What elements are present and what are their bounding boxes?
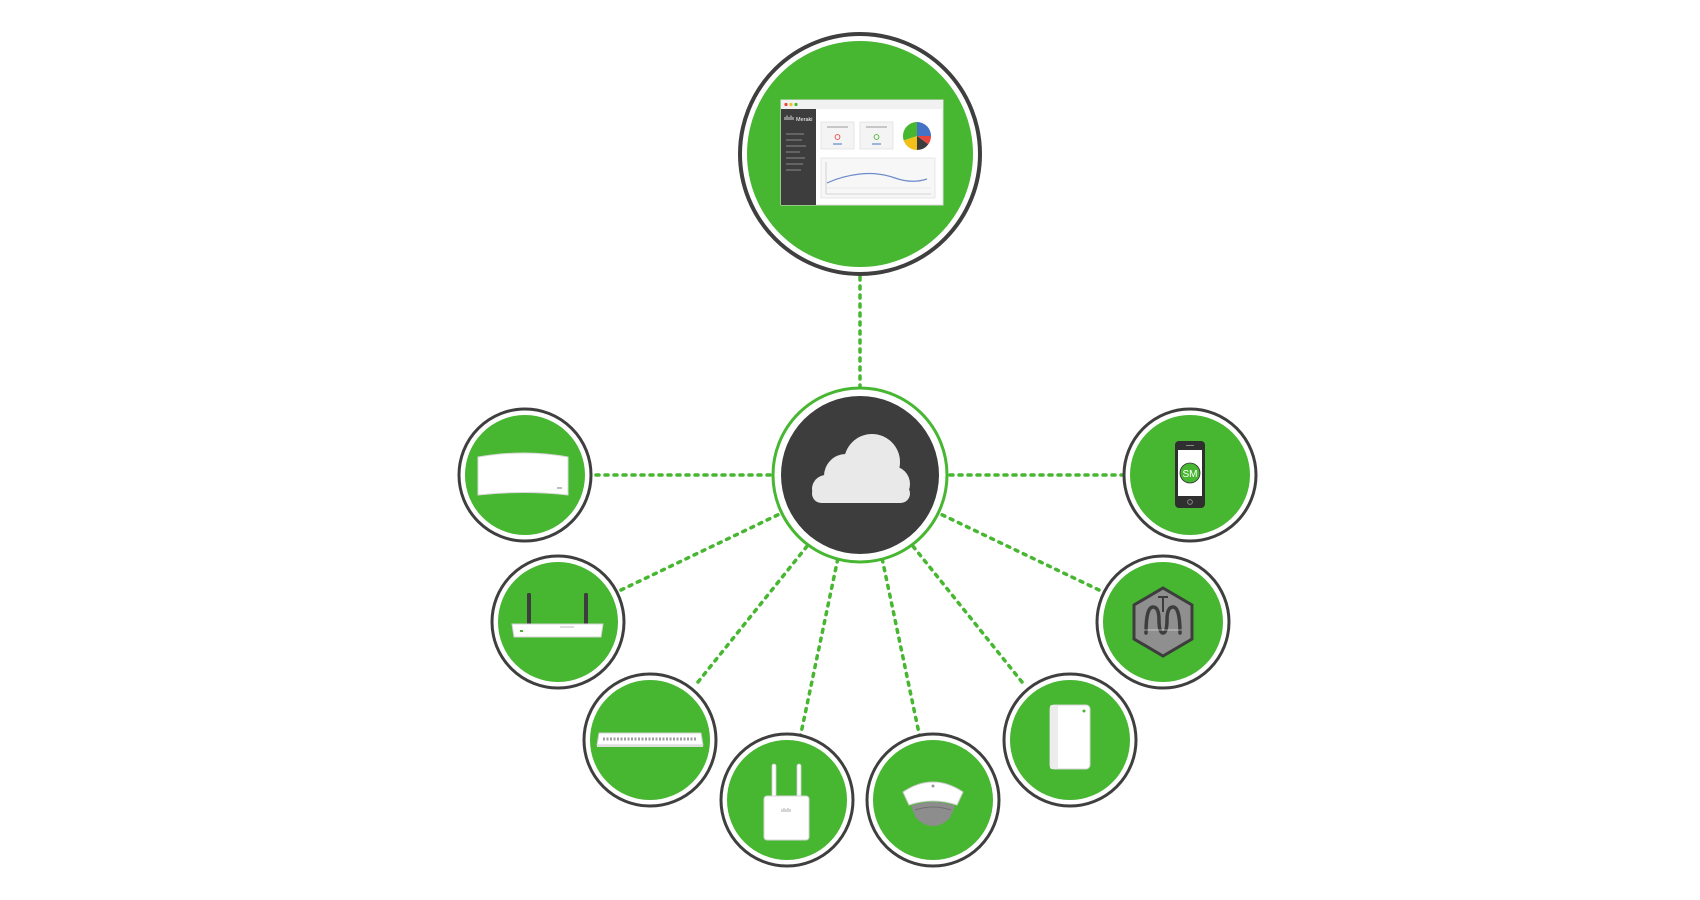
cloud-hub-node[interactable] — [771, 386, 949, 564]
device-node-iot[interactable] — [1095, 554, 1231, 690]
pie-slice — [917, 136, 929, 150]
connection-device-7 — [930, 508, 1101, 592]
network-switch-icon — [596, 732, 704, 747]
security-appliance-router-icon — [511, 593, 604, 638]
dome-camera-icon — [902, 781, 964, 826]
device-node-camera[interactable] — [865, 732, 1001, 868]
dashboard-pie-chart — [903, 122, 931, 150]
sidebar-menu — [786, 133, 806, 171]
cisco-logo — [784, 115, 794, 120]
connection-device-6 — [910, 543, 1024, 684]
status-card-1 — [820, 121, 855, 150]
mobile-device-icon: SM — [1175, 441, 1205, 508]
status-card-2 — [859, 121, 894, 150]
mobile-device-label: SM — [1183, 469, 1198, 480]
pie-slice — [903, 136, 917, 150]
dashboard-brand: Meraki — [796, 117, 813, 123]
device-node-mobile[interactable]: SM — [1122, 407, 1258, 543]
device-node-switch[interactable] — [582, 672, 718, 808]
dashboard-node[interactable]: Meraki — [738, 32, 982, 276]
device-node-cellular-gateway[interactable] — [719, 732, 855, 868]
device-node-security-appliance[interactable] — [490, 554, 626, 690]
dashboard-window: Meraki — [780, 99, 944, 206]
iot-sensor-hexagon-icon — [1132, 586, 1194, 658]
pie-slice — [903, 122, 917, 141]
pie-slice — [917, 136, 931, 145]
connection-device-4 — [798, 556, 840, 740]
cellular-gateway-icon — [763, 763, 810, 841]
connections — [594, 275, 1126, 740]
connection-device-3 — [696, 543, 810, 684]
dashboard-line-chart — [820, 157, 936, 199]
cloud-icon — [812, 434, 910, 503]
connection-device-5 — [880, 556, 922, 740]
dashboard-sidebar — [781, 109, 816, 205]
sensor-icon — [1049, 704, 1091, 770]
device-node-access-point[interactable] — [457, 407, 593, 543]
device-node-sensor[interactable] — [1002, 672, 1138, 808]
wireless-access-point-icon — [477, 452, 569, 496]
pie-slice — [917, 122, 931, 136]
connection-device-2 — [619, 508, 790, 592]
